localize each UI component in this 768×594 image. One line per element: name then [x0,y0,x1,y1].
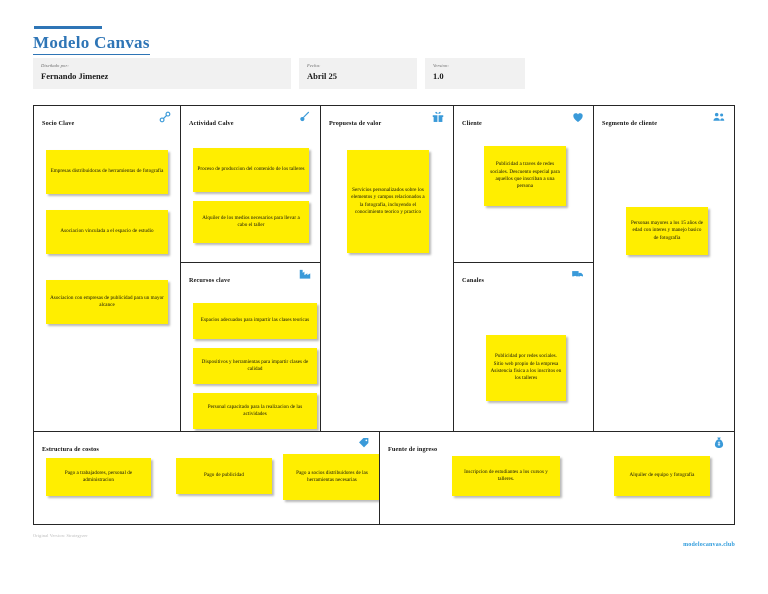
note-group: Personas mayores a los 15 años de edad c… [602,128,726,425]
block-socios-clave[interactable]: Socio Clave Empresas distribuidoras de h… [34,106,180,431]
designer-field[interactable]: Diseñado por: Fernando Jimenez [33,58,291,89]
block-relaciones-cliente[interactable]: Cliente Publicidad a traves de redes soc… [454,106,593,262]
sticky-note[interactable]: Pago de publicidad [176,458,272,494]
sticky-note[interactable]: Proceso de produccion del contenido de l… [193,148,309,192]
chain-link-icon [158,110,172,124]
people-icon [712,110,726,124]
grid-divider-1 [180,106,181,431]
block-header: Propuesta de valor [329,110,445,127]
block-header: Recursos clave [189,267,312,284]
note-group: Empresas distribuidoras de herramientas … [42,128,172,425]
block-propuesta-valor[interactable]: Propuesta de valor Servicios personaliza… [321,106,453,431]
grid-divider-5 [180,262,320,263]
grid-divider-6 [453,262,593,263]
block-segmento-cliente[interactable]: Segmento de cliente Personas mayores a l… [594,106,734,431]
business-model-canvas: Socio Clave Empresas distribuidoras de h… [33,105,735,525]
note-group: Espacios adecuados para impartir las cla… [189,285,317,429]
sticky-note[interactable]: Alquiler de equipo y fotografia [614,456,710,496]
page-title: Modelo Canvas [33,33,150,55]
money-bag-icon [712,436,726,450]
block-header: Fuente de ingreso [388,436,726,453]
note-group: Servicios personalizados sobre los eleme… [329,128,445,425]
sticky-note[interactable]: Publicidad por redes sociales. Sitio web… [486,335,566,401]
note-group: Publicidad por redes sociales. Sitio web… [462,285,585,425]
sticky-note[interactable]: Asociacion con empresas de publicidad pa… [46,280,168,324]
block-title: Segmento de cliente [602,120,658,127]
block-header: Socio Clave [42,110,172,127]
wrench-icon [298,110,312,124]
block-canales[interactable]: Canales Publicidad por redes sociales. S… [454,263,593,431]
block-title: Estructura de costos [42,446,99,453]
heart-icon [571,110,585,124]
footer-credit: Original Version: Strategyzer [33,533,88,538]
block-header: Actividad Calve [189,110,312,127]
block-recursos-clave[interactable]: Recursos clave Espacios adecuados para i… [181,263,320,431]
note-group: Publicidad a traves de redes sociales. D… [462,128,585,256]
block-title: Recursos clave [189,277,231,284]
grid-divider-7 [34,431,734,432]
sticky-note[interactable]: Pago a trabajadores, personal de adminis… [46,458,151,496]
designer-label: Diseñado por: [41,63,69,68]
sticky-note[interactable]: Personas mayores a los 15 años de edad c… [626,207,708,255]
block-estructura-costos[interactable]: Estructura de costos Pago a trabajadores… [34,432,379,524]
block-title: Cliente [462,120,482,127]
sticky-note[interactable]: Alquiler de los medios necesarios para l… [193,201,309,243]
sticky-note[interactable]: Empresas distribuidoras de herramientas … [46,150,168,194]
sticky-note[interactable]: Servicios personalizados sobre los eleme… [347,150,429,253]
block-header: Segmento de cliente [602,110,726,127]
gift-icon [431,110,445,124]
truck-icon [571,267,585,281]
version-field[interactable]: Version: 1.0 [425,58,525,89]
header-fields: Diseñado por: Fernando Jimenez Fecha: Ab… [33,58,735,89]
factory-icon [298,267,312,281]
sticky-note[interactable]: Personal capacitado para la realizacion … [193,393,317,429]
grid-divider-3 [453,106,454,431]
grid-divider-4 [593,106,594,431]
sticky-note[interactable]: Inscripcion de estudiantes a los cursos … [452,456,560,496]
block-title: Canales [462,277,485,284]
block-header: Cliente [462,110,585,127]
price-tag-icon [357,436,371,450]
block-header: Canales [462,267,585,284]
note-group: Pago a trabajadores, personal de adminis… [44,454,379,500]
date-label: Fecha: [307,63,321,68]
block-title: Fuente de ingreso [388,446,438,453]
version-label: Version: [433,63,450,68]
title-rule [34,26,102,29]
sticky-note[interactable]: Pago a socios distribuidores de las herr… [283,454,379,500]
sticky-note[interactable]: Dispositivos y herramientas para imparti… [193,348,317,384]
date-value: Abril 25 [307,71,337,81]
block-title: Actividad Calve [189,120,234,127]
footer-link[interactable]: modelocanvas.club [683,542,735,548]
version-value: 1.0 [433,71,444,81]
sticky-note[interactable]: Espacios adecuados para impartir las cla… [193,303,317,339]
block-actividades-clave[interactable]: Actividad Calve Proceso de produccion de… [181,106,320,262]
block-fuente-ingreso[interactable]: Fuente de ingreso Inscripcion de estudia… [380,432,734,524]
note-group: Proceso de produccion del contenido de l… [189,128,312,256]
sticky-note[interactable]: Asociacion vinculada a el espacio de est… [46,210,168,254]
sticky-note[interactable]: Publicidad a traves de redes sociales. D… [484,146,566,206]
date-field[interactable]: Fecha: Abril 25 [299,58,417,89]
block-title: Propuesta de valor [329,120,382,127]
note-group: Inscripcion de estudiantes a los cursos … [390,456,724,500]
designer-value: Fernando Jimenez [41,71,109,81]
block-header: Estructura de costos [42,436,371,453]
grid-divider-2 [320,106,321,431]
grid-divider-8 [379,431,380,524]
block-title: Socio Clave [42,120,75,127]
